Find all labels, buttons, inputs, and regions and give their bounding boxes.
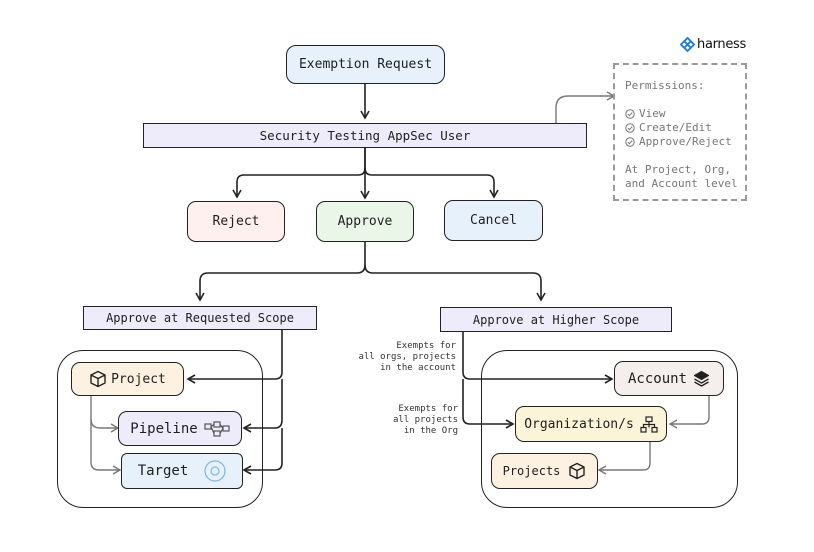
projects-node: Projects bbox=[491, 453, 598, 489]
org-hierarchy-icon bbox=[640, 415, 658, 433]
exemption-request-label: Exemption Request bbox=[298, 57, 433, 72]
reject-node: Reject bbox=[187, 201, 285, 242]
projects-label: Projects bbox=[502, 464, 561, 478]
harness-diamond-icon bbox=[680, 37, 695, 52]
harness-logo: harness bbox=[680, 37, 746, 52]
permission-row-view: View bbox=[625, 107, 745, 121]
permission-row-create: Create/Edit bbox=[625, 121, 745, 135]
arrow-requested-to-project bbox=[186, 330, 283, 384]
permission-approve: Approve/Reject bbox=[639, 135, 732, 148]
cube-icon bbox=[89, 370, 107, 388]
approve-higher-label: Approve at Higher Scope bbox=[472, 312, 640, 327]
arrow-approve-to-higher bbox=[364, 264, 546, 302]
org-exempt-note: Exempts for all projects in the Org bbox=[392, 404, 458, 436]
account-label: Account bbox=[627, 370, 687, 387]
permission-create: Create/Edit bbox=[639, 121, 712, 134]
arrow-approve-to-requested bbox=[195, 242, 366, 302]
permission-row-approve: Approve/Reject bbox=[625, 135, 745, 149]
logo-text: harness bbox=[697, 37, 747, 52]
cancel-label: Cancel bbox=[470, 213, 517, 228]
arrow-user-to-reject bbox=[232, 148, 366, 199]
approve-requested-label: Approve at Requested Scope bbox=[106, 311, 294, 325]
arrow-higher-to-org bbox=[462, 379, 515, 429]
arrow-requested-to-pipeline bbox=[242, 379, 283, 433]
pipeline-label: Pipeline bbox=[130, 420, 198, 437]
appsec-user-label: Security Testing AppSec User bbox=[259, 128, 471, 143]
account-node: Account bbox=[614, 361, 724, 396]
arrow-project-to-target bbox=[90, 419, 122, 475]
account-exempt-note: Exempts for all orgs, projects in the ac… bbox=[358, 341, 456, 373]
pipeline-node: Pipeline bbox=[118, 411, 242, 446]
approve-label: Approve bbox=[337, 214, 393, 229]
layers-icon bbox=[693, 370, 710, 387]
project-label: Project bbox=[111, 371, 166, 387]
arrow-user-to-permissions bbox=[555, 91, 616, 123]
approve-higher-scope-node: Approve at Higher Scope bbox=[440, 307, 672, 332]
permissions-title: Permissions: bbox=[625, 79, 705, 92]
approve-requested-scope-node: Approve at Requested Scope bbox=[83, 306, 317, 330]
target-label: Target bbox=[137, 463, 189, 479]
arrow-requested-to-target bbox=[242, 428, 283, 475]
arrow-higher-to-account bbox=[462, 332, 614, 384]
permissions-box: Permissions: View Create/Edit Approve/Re… bbox=[613, 63, 747, 201]
permissions-scope-line1: At Project, Org, bbox=[625, 163, 731, 176]
requested-scope-container bbox=[57, 350, 263, 508]
cube-icon bbox=[568, 462, 586, 480]
permissions-scope-line2: and Account level bbox=[625, 177, 738, 190]
target-icon bbox=[204, 460, 226, 482]
check-circle-icon bbox=[625, 137, 635, 147]
cancel-node: Cancel bbox=[444, 200, 543, 241]
arrow-account-to-org bbox=[668, 396, 710, 429]
organizations-label: Organization/s bbox=[524, 416, 634, 432]
organizations-node: Organization/s bbox=[515, 406, 667, 442]
appsec-user-node: Security Testing AppSec User bbox=[143, 123, 587, 148]
higher-scope-container bbox=[481, 350, 738, 508]
project-node: Project bbox=[71, 362, 184, 396]
approve-node: Approve bbox=[316, 201, 414, 242]
check-circle-icon bbox=[625, 123, 635, 133]
target-node: Target bbox=[121, 453, 243, 489]
exemption-request-node: Exemption Request bbox=[286, 45, 445, 84]
arrow-user-to-cancel bbox=[364, 167, 499, 199]
pipeline-icon bbox=[204, 420, 230, 437]
check-circle-icon bbox=[625, 109, 635, 119]
reject-label: Reject bbox=[212, 214, 260, 229]
arrow-org-to-projects bbox=[597, 442, 651, 475]
permission-view: View bbox=[639, 107, 666, 120]
